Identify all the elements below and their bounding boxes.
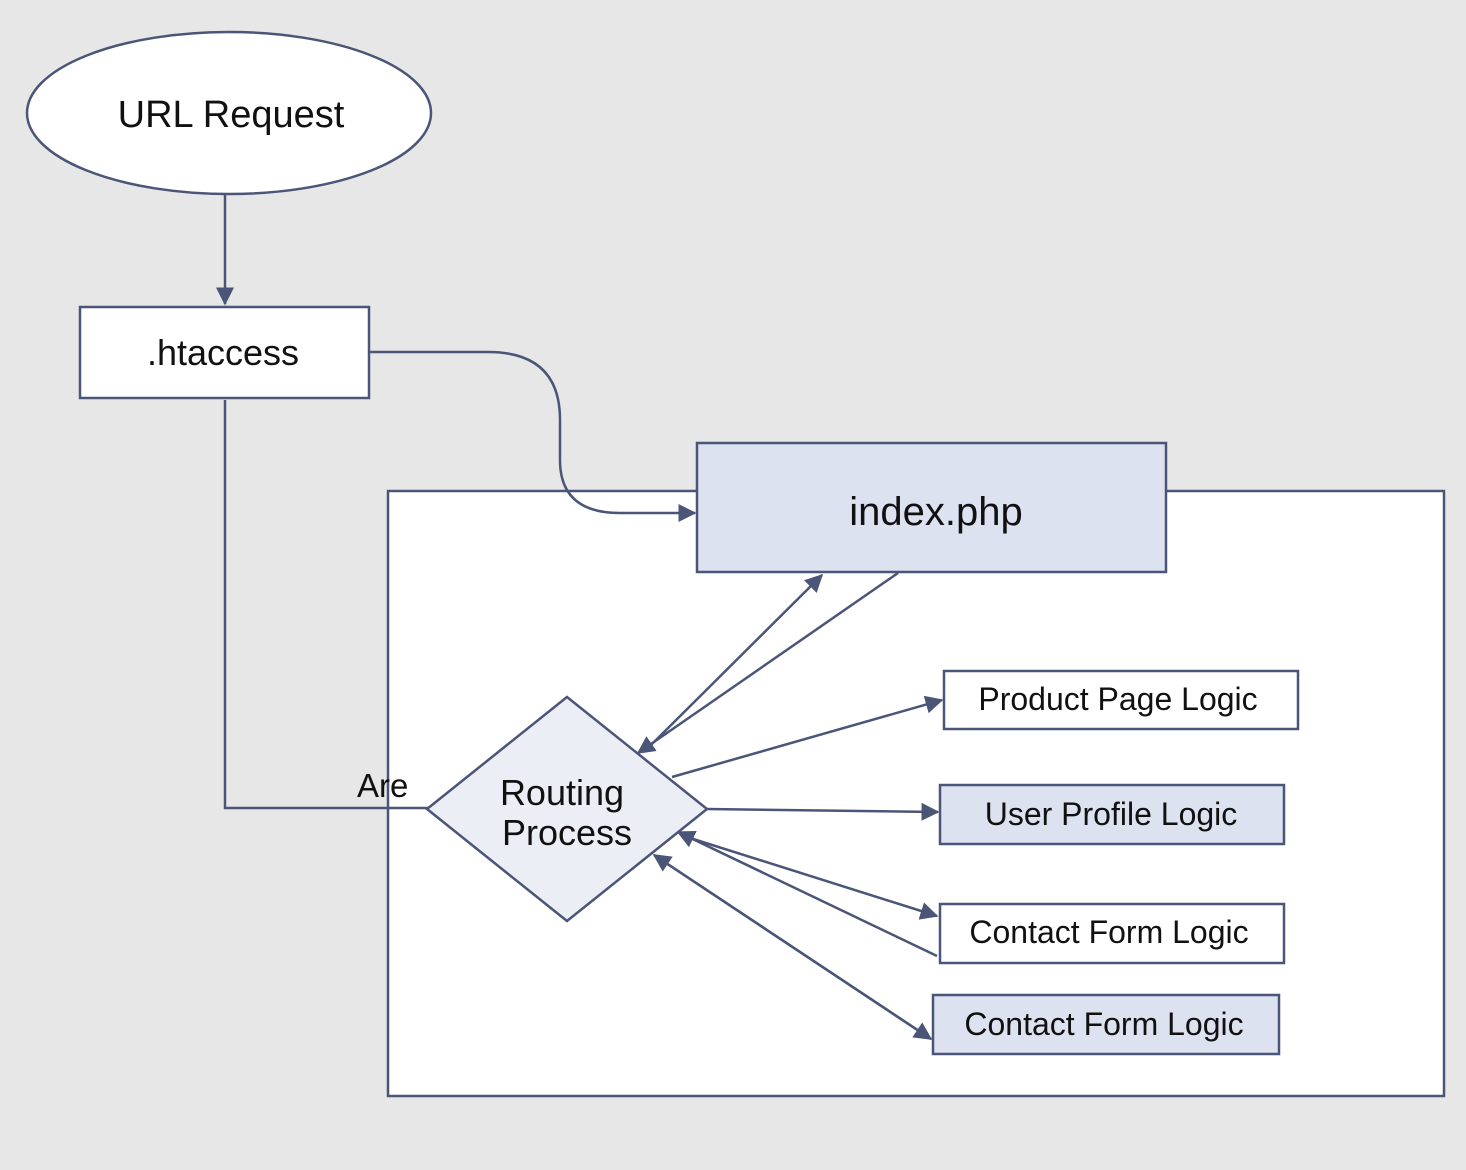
node-product-page-logic: Product Page Logic	[942, 669, 1300, 731]
node-routing-process-line-1: Routing	[500, 772, 624, 813]
edge-routing-to-contact-1	[689, 836, 939, 920]
node-index-php-label: index.php	[849, 490, 1022, 534]
node-product-page-logic-label: Product Page Logic	[978, 681, 1257, 717]
node-index-php: index.php	[695, 441, 1168, 574]
edge-routing-to-product	[671, 695, 944, 779]
edge-htaccess-to-routing	[223, 400, 428, 810]
node-routing-process: Routing Process	[424, 695, 710, 923]
edge-htaccess-to-index	[370, 350, 697, 522]
edge-routing-to-user-profile	[706, 802, 940, 821]
node-contact-form-logic-2: Contact Form Logic	[931, 993, 1281, 1056]
node-routing-process-line-2: Process	[502, 812, 632, 853]
edge-label-are: Are	[357, 767, 408, 804]
node-user-profile-logic: User Profile Logic	[938, 783, 1286, 846]
edge-contact-2-to-routing	[652, 853, 932, 1041]
node-htaccess: .htaccess	[78, 305, 371, 400]
node-routing-process-label: Routing Process	[500, 772, 634, 853]
node-url-request-label: URL Request	[118, 94, 345, 136]
node-url-request: URL Request	[25, 30, 433, 196]
node-user-profile-logic-label: User Profile Logic	[985, 796, 1238, 832]
edge-routing-to-index	[647, 573, 824, 749]
node-contact-form-logic-1: Contact Form Logic	[938, 902, 1286, 965]
node-contact-form-logic-1-label: Contact Form Logic	[969, 914, 1248, 950]
edge-index-to-routing	[636, 571, 899, 755]
edge-contact-1-to-routing	[676, 830, 938, 958]
node-htaccess-label: .htaccess	[147, 332, 299, 373]
node-contact-form-logic-2-label: Contact Form Logic	[964, 1006, 1243, 1042]
